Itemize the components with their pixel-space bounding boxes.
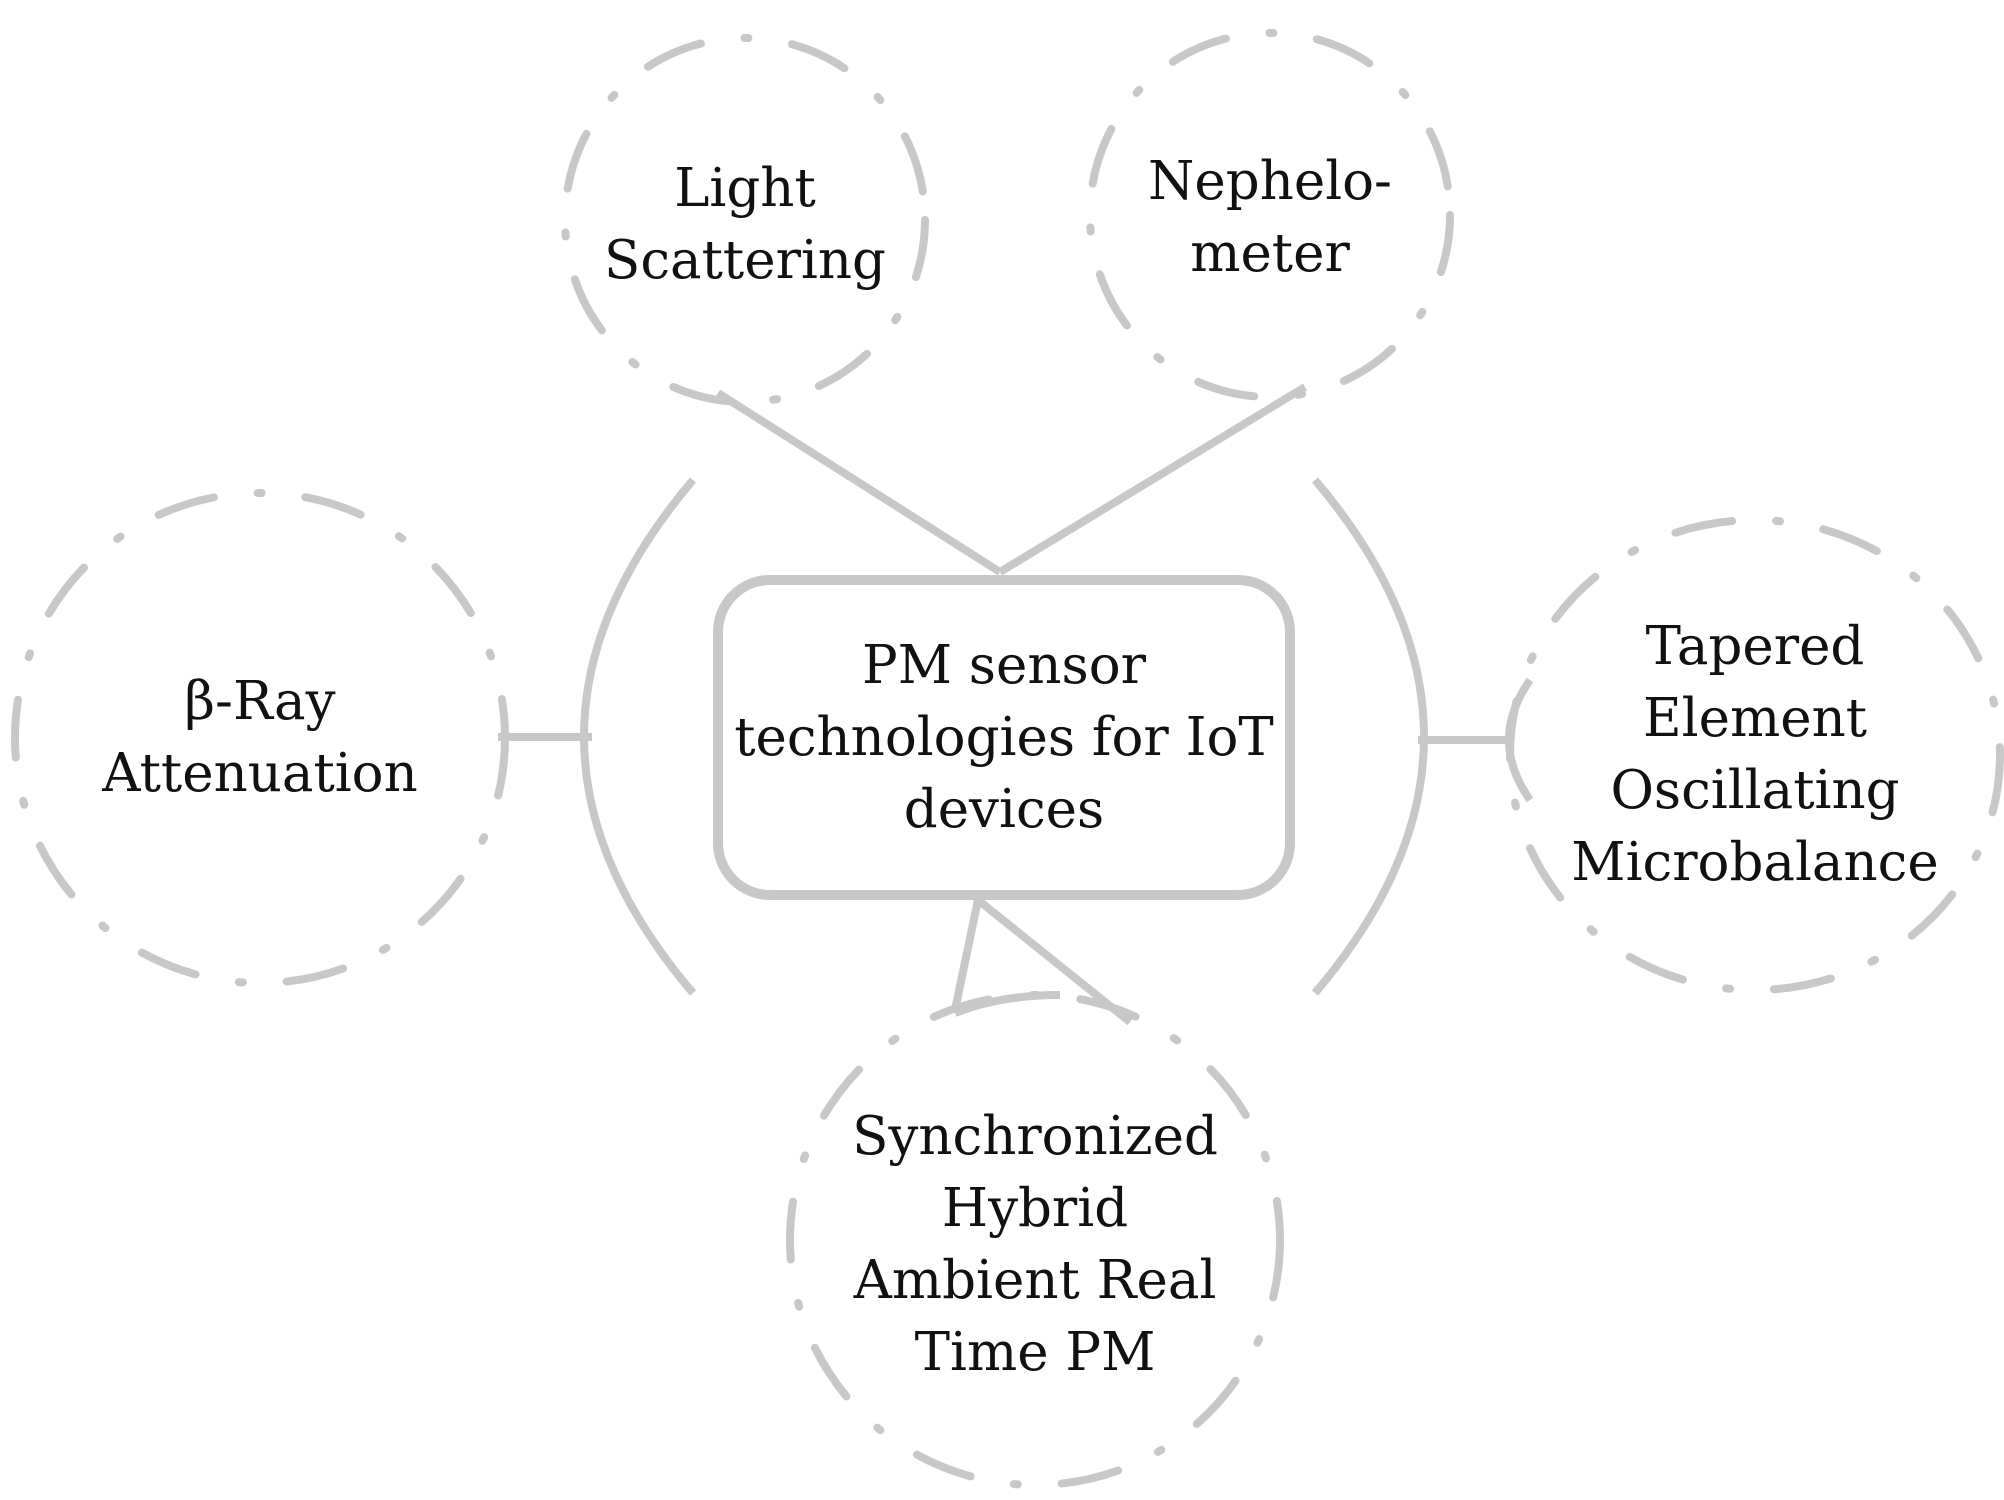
bracket-sharp	[953, 991, 1061, 1017]
right-arc	[1311, 477, 1428, 996]
center-label: PM sensor technologies for IoT devices	[734, 634, 1274, 840]
node-label-beta-ray: β-Ray Attenuation	[102, 671, 418, 804]
bracket-teom	[1505, 677, 1534, 803]
left-arc	[580, 477, 697, 996]
node-circle-light-scattering	[561, 34, 929, 406]
node-label-teom: Tapered Element Oscillating Microbalance	[1571, 616, 1939, 893]
node-label-nephelometer: Nephelo- meter	[1148, 151, 1392, 284]
node-label-light-scattering: Light Scattering	[604, 158, 886, 291]
connector-nephelometer	[997, 383, 1308, 576]
node-label-sharp: Synchronized Hybrid Ambient Real Time PM	[852, 1106, 1218, 1383]
connector-light-scattering	[715, 389, 1003, 576]
node-circle-nephelometer	[1086, 29, 1454, 401]
center-box	[713, 575, 1295, 900]
